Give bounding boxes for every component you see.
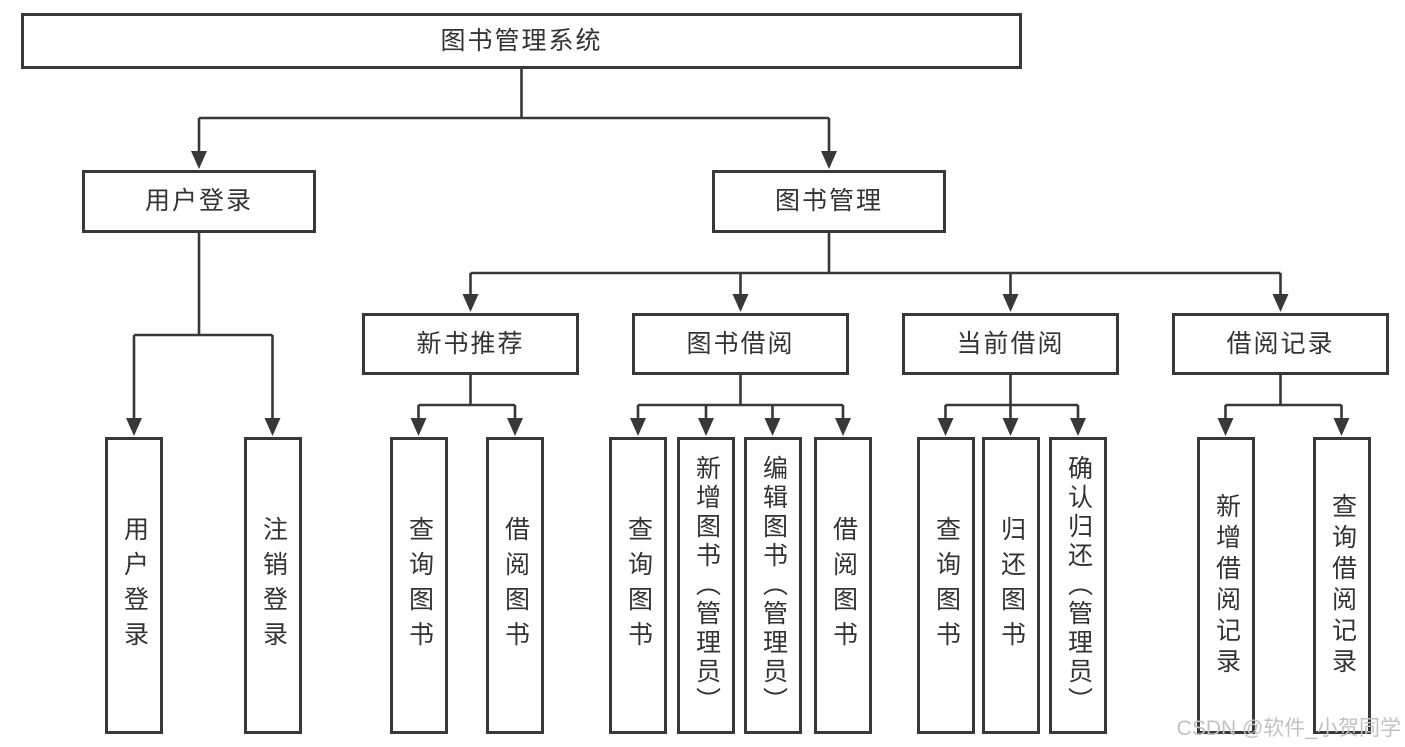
node-label: 确认归还（管理员）: [1064, 455, 1093, 716]
leaf-query-books-borrowing: 查询图书: [609, 437, 667, 734]
node-borrowing-records: 借阅记录: [1172, 313, 1389, 375]
node-label: 用户登录: [120, 515, 149, 656]
node-label: 借阅记录: [1226, 329, 1335, 358]
watermark-text: CSDN @软件_小贺同学: [1176, 717, 1401, 740]
leaf-return-books: 归还图书: [982, 437, 1040, 734]
leaf-edit-book-admin: 编辑图书（管理员）: [744, 437, 802, 734]
leaf-logout: 注销登录: [244, 437, 302, 734]
node-label: 新增借阅记录: [1212, 492, 1241, 679]
leaf-add-borrow-record: 新增借阅记录: [1197, 437, 1255, 734]
node-label: 新增图书（管理员）: [692, 455, 721, 716]
node-current-borrowing: 当前借阅: [902, 313, 1119, 375]
leaf-query-borrow-record: 查询借阅记录: [1313, 437, 1371, 734]
node-book-borrowing: 图书借阅: [632, 313, 849, 375]
node-book-management: 图书管理: [712, 170, 946, 233]
leaf-query-books-recommend: 查询图书: [390, 437, 448, 734]
node-label: 用户登录: [144, 187, 253, 215]
leaf-borrow-books-borrowing: 借阅图书: [814, 437, 872, 734]
leaf-query-books-current: 查询图书: [917, 437, 975, 734]
node-label: 查询图书: [932, 515, 961, 656]
node-label: 借阅图书: [501, 515, 530, 656]
node-label: 当前借阅: [956, 329, 1065, 358]
leaf-borrow-books-recommend: 借阅图书: [486, 437, 544, 734]
node-label: 编辑图书（管理员）: [759, 455, 788, 716]
leaf-user-login: 用户登录: [105, 437, 163, 734]
node-label: 借阅图书: [829, 515, 858, 656]
connector-lines: [132, 69, 1343, 421]
leaf-confirm-return-admin: 确认归还（管理员）: [1049, 437, 1107, 734]
node-label: 查询图书: [405, 515, 434, 656]
node-label: 归还图书: [997, 515, 1026, 656]
node-user-login: 用户登录: [82, 170, 316, 233]
node-root: 图书管理系统: [21, 13, 1022, 69]
node-label: 注销登录: [259, 515, 288, 656]
node-new-book-recommend: 新书推荐: [362, 313, 579, 375]
node-label: 图书借阅: [686, 329, 795, 358]
leaf-add-book-admin: 新增图书（管理员）: [677, 437, 735, 734]
node-label: 新书推荐: [416, 329, 525, 358]
node-label: 图书管理系统: [440, 26, 603, 55]
node-label: 图书管理: [774, 187, 883, 215]
node-label: 查询借阅记录: [1328, 492, 1357, 679]
node-label: 查询图书: [624, 515, 653, 656]
